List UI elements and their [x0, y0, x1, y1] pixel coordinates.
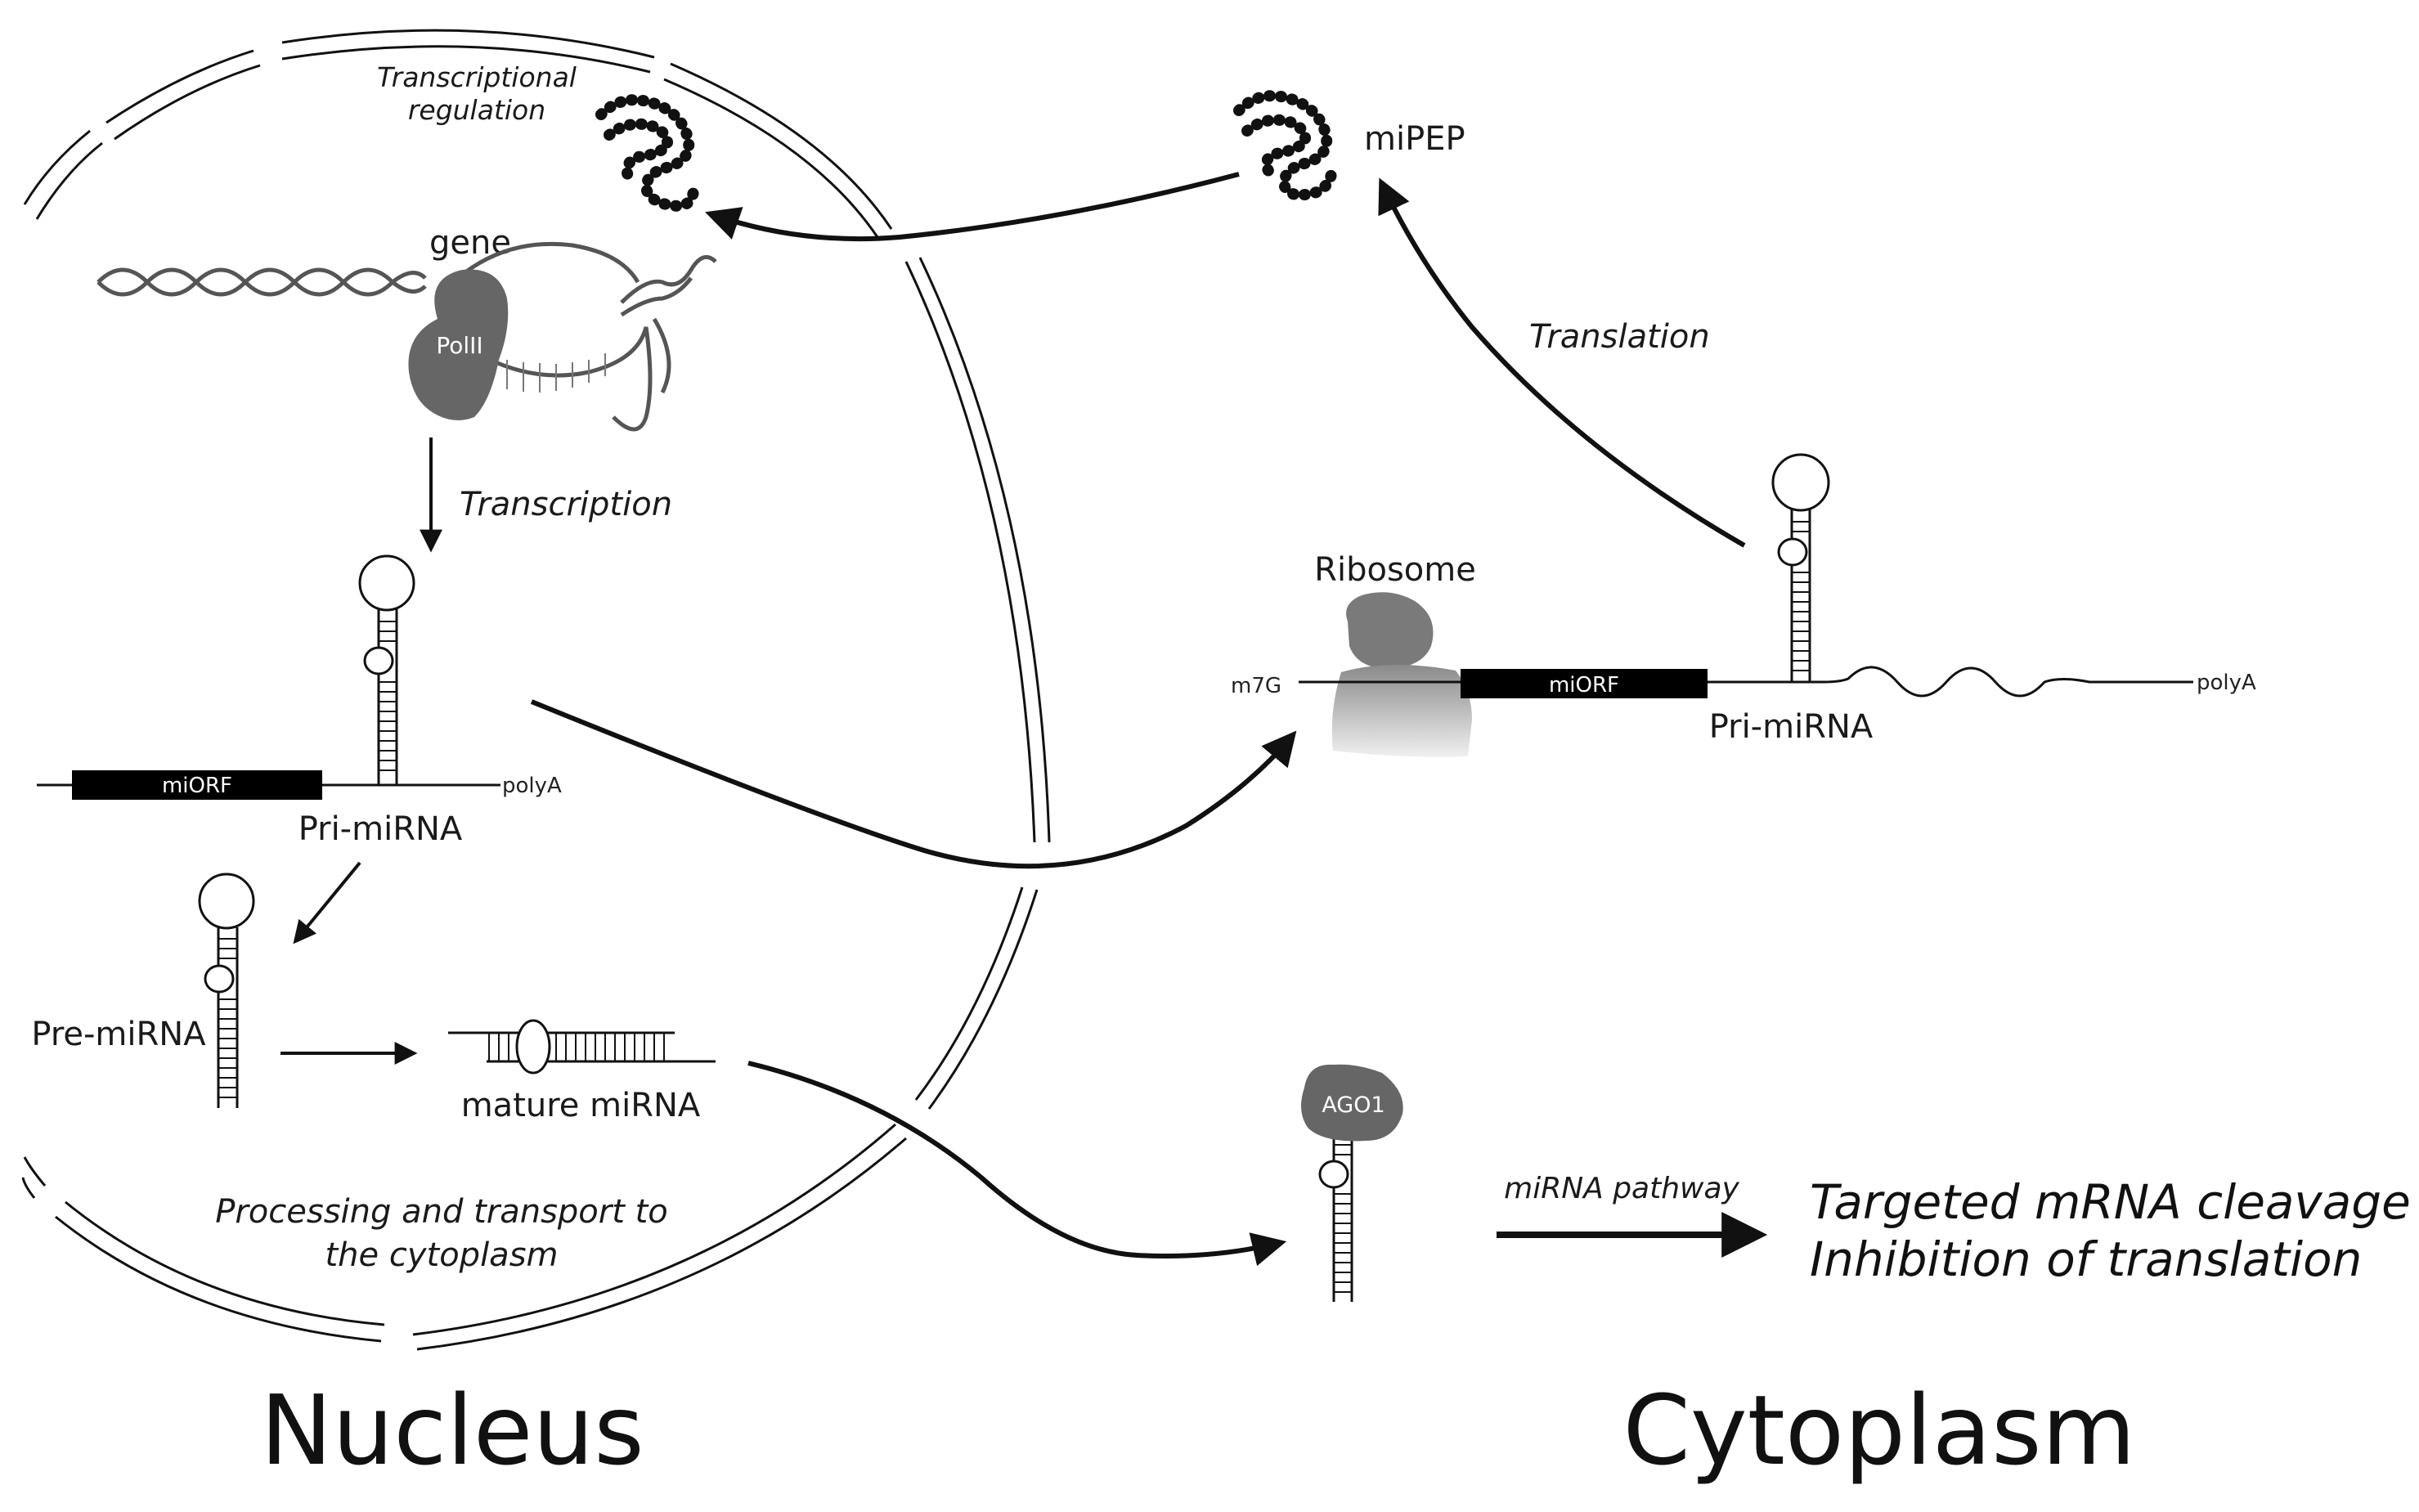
pre-mirna: [198, 873, 255, 1108]
transcriptional-regulation-label-2: regulation: [408, 94, 545, 126]
miorf-label-cytoplasm: miORF: [1549, 673, 1619, 698]
pre-mirna-label: Pre-miRNA: [31, 1016, 206, 1053]
processing-arrow-1: [293, 861, 361, 944]
polii-label: PolII: [436, 332, 482, 359]
ago1-label: AGO1: [1322, 1092, 1385, 1118]
dna-rungs: [490, 353, 606, 393]
mipep-label: miPEP: [1364, 120, 1465, 158]
pri-mirna-label-cytoplasm: Pri-miRNA: [1709, 708, 1874, 746]
export-arrow-pri-mirna: [530, 699, 1297, 869]
mirna-pathway-label: miRNA pathway: [1504, 1172, 1739, 1205]
mipep-protein-cytoplasm: [1233, 90, 1338, 201]
processing-label-1: Processing and transport to: [215, 1193, 668, 1231]
nucleus-title: Nucleus: [260, 1374, 644, 1487]
transcriptional-regulation-label-1: Transcriptional: [377, 61, 577, 93]
polya-label-cytoplasm: polyA: [2197, 671, 2256, 695]
ribosome-label: Ribosome: [1314, 551, 1476, 589]
export-arrow-mature-mirna: [747, 1061, 1287, 1267]
outcome-cleavage-label: Targeted mRNA cleavage: [1810, 1174, 2411, 1230]
polya-label-nucleus: polyA: [502, 774, 562, 798]
outcome-inhibition-label: Inhibition of translation: [1810, 1232, 2362, 1287]
translation-arrow: [1378, 177, 1746, 548]
ago1-complex: AGO1: [1301, 1064, 1403, 1302]
ribosome: [1331, 592, 1472, 757]
mature-mirna-label: mature miRNA: [461, 1087, 701, 1124]
polii-enzyme: PolII: [408, 269, 509, 420]
miorf-label-nucleus: miORF: [162, 774, 232, 798]
cytoplasm-title: Cytoplasm: [1622, 1374, 2135, 1487]
mature-mirna-duplex: [448, 1019, 716, 1075]
gene-label: gene: [429, 224, 511, 262]
pri-mirna-label-nucleus: Pri-miRNA: [298, 810, 463, 848]
processing-label-2: the cytoplasm: [325, 1236, 559, 1274]
transcription-label: Transcription: [460, 486, 672, 523]
m7g-label: m7G: [1231, 674, 1281, 698]
pri-mirna-cytoplasm: miORF: [1299, 453, 2193, 698]
nuclear-envelope: [21, 29, 1051, 1351]
dna-helix: [96, 241, 717, 432]
translation-label: Translation: [1529, 318, 1710, 356]
mipep-protein-nucleus: [595, 94, 700, 213]
pri-mirna-nucleus: miORF polyA: [37, 554, 562, 800]
import-arrow-mipep: [705, 172, 1240, 242]
